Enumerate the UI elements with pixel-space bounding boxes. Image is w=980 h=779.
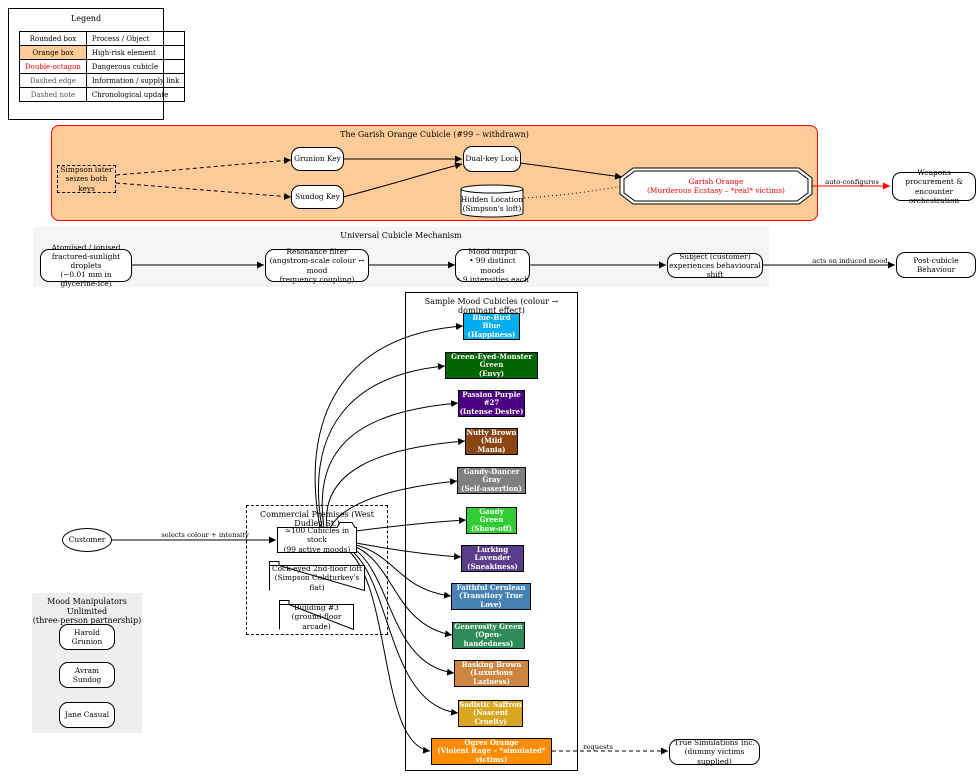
edge-label-selects: selects colour + intensity bbox=[161, 530, 249, 539]
mood-gandy-dancer-gray[interactable]: Gandy-Dancer Gray (Self-assertion) bbox=[457, 467, 526, 494]
edge-cubicles-to-mood bbox=[321, 400, 459, 529]
legend-row: Dashed note Chronological update bbox=[19, 87, 186, 102]
legend-row: Rounded box Process / Object bbox=[19, 31, 186, 46]
mood-lurking-lavender[interactable]: Lurking Lavender (Sneakiness) bbox=[461, 545, 524, 572]
cylinder-shape bbox=[460, 184, 524, 218]
edge-hidden-to-garish bbox=[523, 185, 623, 199]
garish-orange-node[interactable]: Garish Orange (Murderous Ecstasy – *real… bbox=[619, 167, 813, 205]
customer-node[interactable]: Customer bbox=[62, 528, 112, 552]
legend-key: Double-octagon bbox=[19, 59, 87, 74]
resonance-node[interactable]: Resonance filter (angstrom-scale colour … bbox=[265, 247, 369, 284]
mood-ogres-orange[interactable]: Ogres Orange (Violent Rage – *simulated*… bbox=[431, 738, 552, 765]
weapons-node[interactable]: Weapons procurement & encounter orchestr… bbox=[892, 168, 976, 205]
edge-cubicles-to-mood bbox=[314, 323, 464, 529]
legend-key: Orange box bbox=[19, 45, 87, 60]
edge-cubicles-to-mood bbox=[355, 544, 452, 599]
simpson-note[interactable]: Simpson later seizes both keys bbox=[57, 165, 116, 193]
member-harold-grunion[interactable]: Harold Grunion bbox=[59, 624, 115, 650]
tab-shape bbox=[269, 561, 365, 591]
building-label: Building #3 (ground-floor arcade) bbox=[291, 603, 342, 631]
edge-cubicles-to-mood bbox=[355, 516, 467, 532]
legend-row: Dashed edge Information / supply link bbox=[19, 73, 186, 88]
garish-orange-label: Garish Orange (Murderous Ecstasy – *real… bbox=[647, 176, 785, 195]
edge-cubicles-to-mood bbox=[351, 550, 459, 716]
mood-blue-bird-blue[interactable]: Blue-Bird Blue (Happiness) bbox=[463, 313, 520, 340]
mood-gaudy-green[interactable]: Gaudy Green (Show-off) bbox=[466, 507, 517, 534]
edge-cubicles-to-mood bbox=[329, 478, 458, 529]
partnership-title: Mood Manipulators Unlimited (three-perso… bbox=[32, 597, 142, 626]
double-octagon-shape bbox=[619, 167, 813, 205]
sundog-key-node[interactable]: Sundog Key bbox=[291, 185, 344, 209]
legend-value: Chronological update bbox=[85, 87, 186, 102]
edge-sundog-to-lock bbox=[342, 162, 463, 198]
hidden-location-node[interactable]: Hidden Location (Simpson's loft) bbox=[460, 184, 524, 218]
loft-node[interactable]: Cock-eyed 2nd-floor loft (Simpson Coldtu… bbox=[269, 561, 365, 592]
cubicles-in-stock-label: ≈100 Cubicles in stock (99 active moods) bbox=[283, 526, 351, 554]
edge-label-auto-configures: auto-configures bbox=[825, 177, 879, 186]
legend-row: Orange box High-risk element bbox=[19, 45, 186, 60]
edge-cubicles-to-mood bbox=[325, 438, 466, 529]
garish-orange-cluster-title: The Garish Orange Cubicle (#99 – withdra… bbox=[340, 130, 529, 139]
mood-passion-purple[interactable]: Passion Purple #27 (Intense Desire) bbox=[458, 389, 525, 417]
edge-label-requests: requests bbox=[583, 742, 613, 751]
edge-cubicles-to-mood bbox=[353, 548, 455, 676]
mood-faithful-cerulean[interactable]: Faithful Cerulean (Transitory True Love) bbox=[451, 583, 531, 610]
subject-node[interactable]: Subject (customer) experiences behaviour… bbox=[667, 252, 763, 279]
premises-cluster-title: Commercial Premises (West Dudley St.) bbox=[260, 510, 374, 528]
tab-shape bbox=[279, 600, 354, 630]
edge-cubicles-to-mood bbox=[355, 546, 453, 638]
member-jane-casual[interactable]: Jane Casual bbox=[59, 702, 115, 728]
true-simulations-node[interactable]: True Simulations Inc. (dummy victims sup… bbox=[669, 738, 760, 766]
loft-label: Cock-eyed 2nd-floor loft (Simpson Coldtu… bbox=[271, 564, 362, 592]
edge-cubicles-to-mood bbox=[355, 542, 462, 561]
legend-table: Rounded box Process / Object Orange box … bbox=[19, 31, 186, 102]
mood-generosity-green[interactable]: Generosity Green (Open-handedness) bbox=[452, 622, 525, 649]
grunion-key-node[interactable]: Grunion Key bbox=[291, 147, 344, 171]
cubicles-in-stock-node[interactable]: ≈100 Cubicles in stock (99 active moods) bbox=[277, 521, 357, 554]
folder-shape bbox=[277, 522, 357, 553]
hidden-location-label: Hidden Location (Simpson's loft) bbox=[460, 194, 524, 213]
mood-basking-brown[interactable]: Basking Brown (Luxurious Laziness) bbox=[454, 660, 529, 687]
mechanism-cluster-title: Universal Cubicle Mechanism bbox=[340, 231, 462, 240]
edge-note-to-sundog bbox=[115, 182, 292, 200]
legend-key: Dashed note bbox=[19, 87, 87, 102]
member-avram-sundog[interactable]: Avram Sundog bbox=[59, 662, 115, 688]
dual-key-lock-node[interactable]: Dual-key Lock bbox=[463, 146, 521, 172]
mechanism-cluster: Universal Cubicle Mechanism bbox=[33, 227, 769, 287]
mood-nutty-brown[interactable]: Nutty Brown (Mild Mania) bbox=[465, 427, 518, 455]
edge-label-acts-on: acts on induced mood bbox=[812, 256, 888, 265]
edge-note-to-grunion bbox=[115, 157, 292, 176]
building-node[interactable]: Building #3 (ground-floor arcade) bbox=[279, 600, 354, 631]
mood-sadistic-saffron[interactable]: Sadistic Saffron (Nascent Cruelty) bbox=[458, 699, 523, 727]
edge-cubicles-to-mood bbox=[318, 363, 446, 529]
mood-output-node[interactable]: Mood output • 99 distinct moods • 9 inte… bbox=[455, 247, 530, 284]
mood-green-eyed-monster-green[interactable]: Green-Eyed-Monster Green (Envy) bbox=[445, 352, 538, 379]
edge-lock-to-garish bbox=[519, 162, 623, 180]
post-cubicle-node[interactable]: Post-cubicle Behaviour bbox=[896, 252, 976, 278]
mood-cubicles-cluster-title: Sample Mood Cubicles (colour → dominant … bbox=[424, 297, 559, 315]
legend-title: Legend bbox=[70, 14, 102, 23]
atomised-node[interactable]: Atomised / ionised fractured-sunlight dr… bbox=[40, 243, 132, 288]
